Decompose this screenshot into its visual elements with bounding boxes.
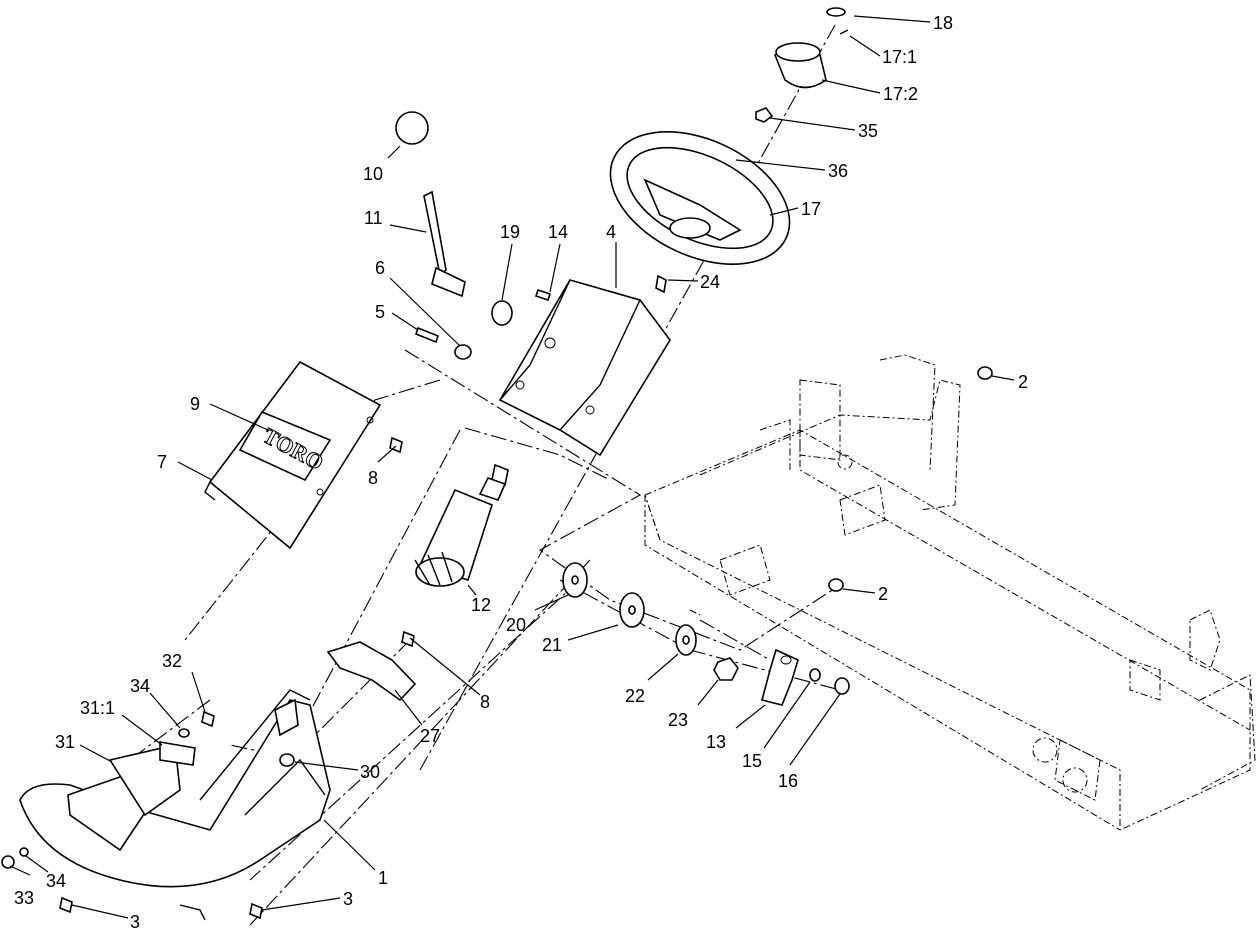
part-17-steering-wheel bbox=[609, 131, 791, 265]
callout-23: 23 bbox=[668, 710, 688, 730]
callout-19: 19 bbox=[500, 222, 520, 242]
part-24-bolt bbox=[655, 274, 667, 294]
callout-30: 30 bbox=[360, 762, 380, 782]
callout-8-lower: 8 bbox=[480, 692, 490, 712]
callout-32: 32 bbox=[162, 651, 182, 671]
callout-8-upper: 8 bbox=[368, 468, 378, 488]
part-34-washer-upper bbox=[178, 728, 190, 738]
callout-36: 36 bbox=[828, 161, 848, 181]
part-4-bracket bbox=[498, 279, 671, 457]
part-12-steering-unit bbox=[414, 463, 509, 587]
callout-13: 13 bbox=[706, 732, 726, 752]
callout-18: 18 bbox=[933, 13, 953, 33]
callout-7: 7 bbox=[157, 452, 167, 472]
callout-5: 5 bbox=[375, 302, 385, 322]
callout-16: 16 bbox=[778, 771, 798, 791]
part-8-bolt-lower bbox=[401, 630, 415, 648]
callout-11: 11 bbox=[364, 208, 383, 228]
callout-14: 14 bbox=[548, 222, 568, 242]
part-30-nut bbox=[279, 753, 295, 767]
part-18-cap bbox=[826, 7, 846, 17]
part-32-bolt bbox=[201, 710, 215, 728]
callout-6: 6 bbox=[375, 258, 385, 278]
part-34-washer-lower bbox=[19, 847, 29, 857]
part-15-washer bbox=[809, 668, 821, 682]
part-13-tab bbox=[761, 648, 799, 706]
part-27-shield bbox=[326, 641, 417, 702]
part-2-nut-upper bbox=[977, 366, 993, 380]
callout-12: 12 bbox=[471, 595, 491, 615]
part-2-nut-lower bbox=[828, 578, 844, 592]
part-5-bolt bbox=[415, 326, 439, 344]
callout-15: 15 bbox=[742, 751, 762, 771]
part-1-support bbox=[19, 689, 331, 921]
callout-31-1: 31:1 bbox=[80, 698, 115, 718]
part-16-nut bbox=[834, 677, 850, 695]
callout-20: 20 bbox=[506, 615, 526, 635]
callout-4: 4 bbox=[606, 222, 616, 242]
part-3-bolt-right bbox=[249, 902, 263, 920]
callout-33: 33 bbox=[14, 888, 34, 908]
callout-labels: 18 17:1 17:2 35 36 17 24 4 14 19 10 11 6… bbox=[14, 13, 1028, 932]
callout-35: 35 bbox=[858, 121, 878, 141]
callout-27: 27 bbox=[420, 726, 440, 746]
callout-17-1: 17:1 bbox=[882, 47, 917, 67]
part-14-bolt bbox=[534, 288, 552, 302]
part-11-lever bbox=[423, 190, 466, 298]
callout-17: 17 bbox=[801, 199, 821, 219]
callout-3-left: 3 bbox=[130, 912, 140, 932]
part-35-nut bbox=[755, 107, 774, 123]
part-31-bracket bbox=[67, 744, 181, 852]
part-22-washer bbox=[675, 624, 697, 656]
callout-17-2: 17:2 bbox=[883, 84, 918, 104]
callout-34-lower: 34 bbox=[46, 871, 66, 891]
part-17-2-hub-cover bbox=[774, 42, 827, 89]
callout-9: 9 bbox=[190, 394, 200, 414]
callout-31: 31 bbox=[55, 732, 75, 752]
callout-1: 1 bbox=[378, 868, 388, 888]
callout-24: 24 bbox=[700, 272, 720, 292]
part-23-nut bbox=[713, 657, 739, 681]
part-33-nut bbox=[1, 855, 15, 869]
part-10-knob bbox=[395, 111, 429, 145]
part-17-1-screw bbox=[839, 29, 849, 35]
part-7-cover: TORO bbox=[204, 360, 382, 550]
part-3-bolt-left bbox=[59, 896, 73, 914]
part-20-washer bbox=[562, 562, 588, 598]
callout-34-upper: 34 bbox=[130, 676, 150, 696]
leader-lines bbox=[9, 15, 1015, 919]
chassis-frame bbox=[644, 354, 1256, 831]
part-19-bushing bbox=[491, 300, 513, 326]
callout-21: 21 bbox=[542, 635, 562, 655]
part-21-washer bbox=[619, 592, 645, 628]
callout-3-right: 3 bbox=[343, 889, 353, 909]
callout-2-upper: 2 bbox=[1018, 372, 1028, 392]
part-6-nut bbox=[454, 344, 472, 360]
callout-2-lower: 2 bbox=[878, 584, 888, 604]
callout-22: 22 bbox=[625, 686, 645, 706]
part-31-1-plate bbox=[159, 741, 196, 766]
callout-10: 10 bbox=[363, 164, 383, 184]
